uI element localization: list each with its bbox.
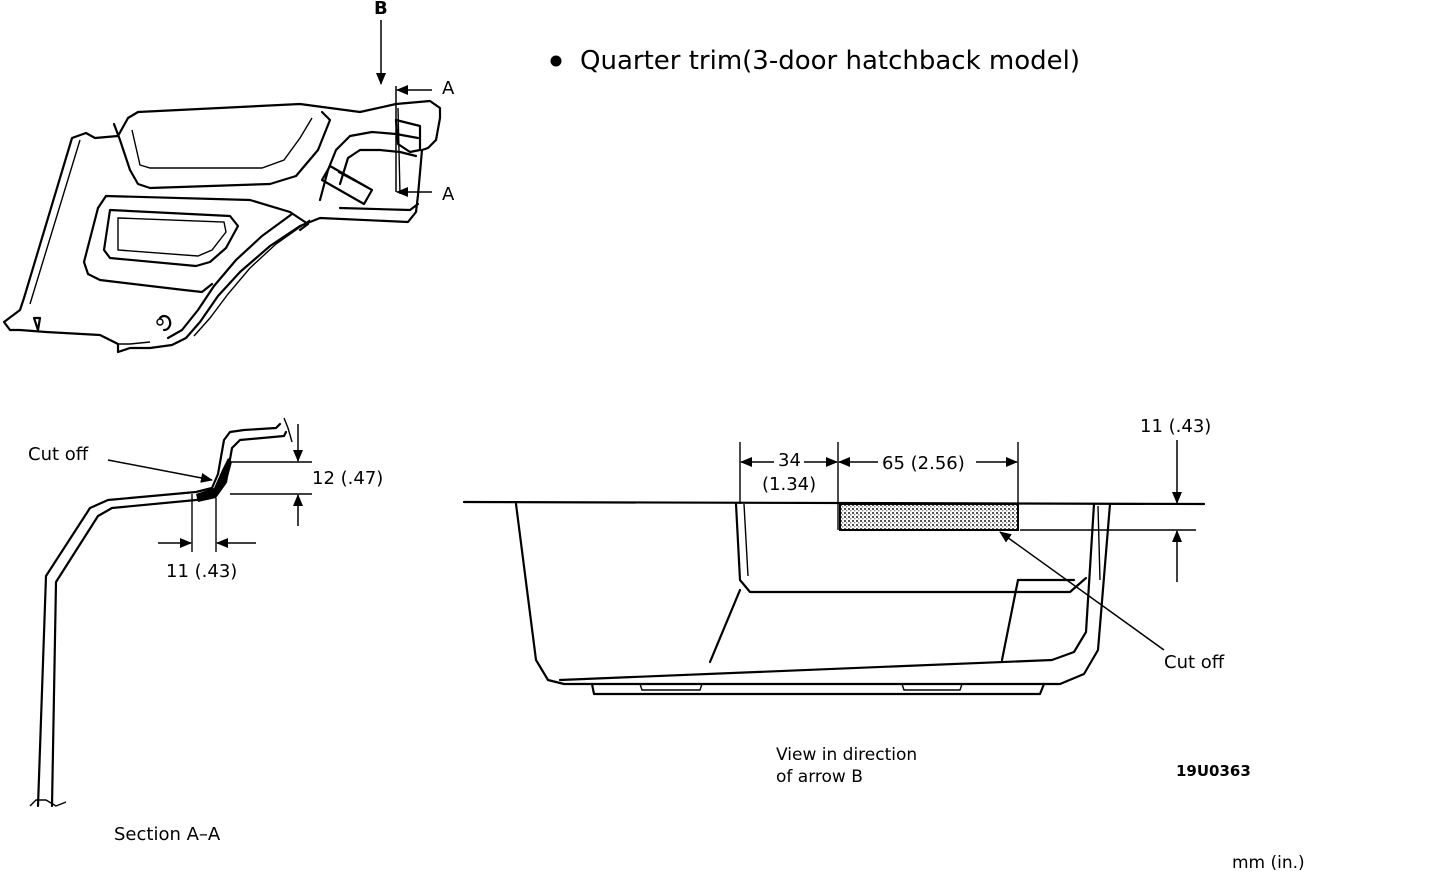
arrow-b: B bbox=[374, 0, 388, 85]
diagram-title: Quarter trim(3-door hatchback model) bbox=[580, 46, 1080, 76]
view-offset-mm: 34 bbox=[778, 450, 801, 471]
units-note: mm (in.) bbox=[1232, 853, 1305, 872]
section-line-a-a: A A bbox=[395, 78, 455, 205]
figure-code: 19U0363 bbox=[1176, 762, 1251, 780]
section-cut-off-label: Cut off bbox=[28, 444, 89, 465]
section-mark-top: A bbox=[442, 78, 455, 99]
section-width-dimension: 11 (.43) bbox=[166, 561, 237, 582]
title-bullet-icon bbox=[550, 55, 562, 67]
arrow-b-label: B bbox=[374, 0, 388, 19]
view-width-dimension: 65 (2.56) bbox=[882, 453, 965, 474]
view-b-drawing: 34 (1.34) 65 (2.56) 11 (.43) Cut off bbox=[462, 416, 1225, 696]
view-caption-line2: of arrow B bbox=[776, 767, 863, 787]
view-caption-line1: View in direction bbox=[776, 745, 917, 765]
view-cut-off-label: Cut off bbox=[1164, 652, 1225, 673]
quarter-trim-panel bbox=[2, 99, 442, 354]
section-a-a-profile: Cut off 12 (.47) 11 (.43) bbox=[28, 417, 383, 808]
cut-off-area bbox=[839, 503, 1019, 531]
section-height-dimension: 12 (.47) bbox=[312, 468, 383, 489]
view-offset-in: (1.34) bbox=[762, 474, 816, 495]
section-mark-bottom: A bbox=[442, 184, 455, 205]
view-depth-dimension: 11 (.43) bbox=[1140, 416, 1211, 437]
section-caption: Section A–A bbox=[114, 824, 221, 845]
